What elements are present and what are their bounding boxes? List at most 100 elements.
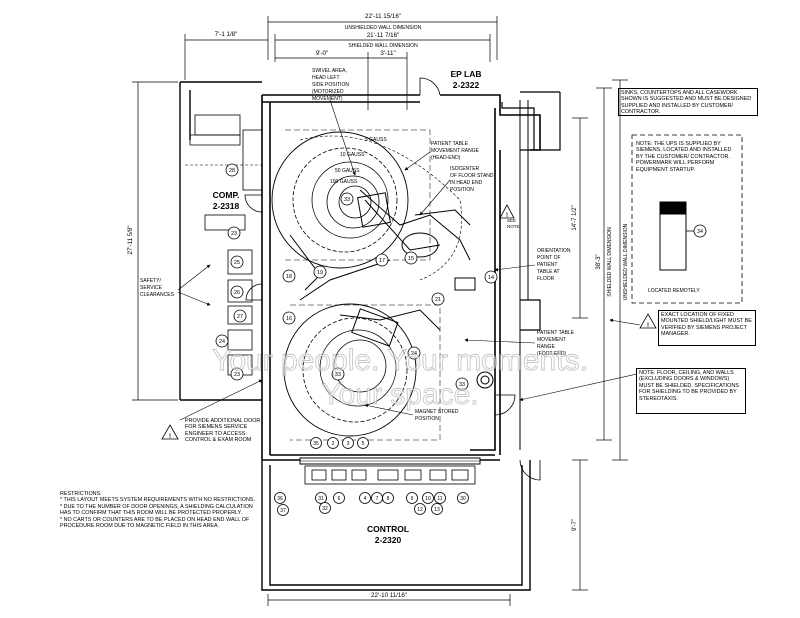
gauss-10: 10 GAUSS (340, 152, 365, 158)
ctag-4: 4 (364, 496, 367, 502)
note-exact-location-box: EXACT LOCATION OF FIXED MOUNTED SHIELD/L… (658, 310, 756, 346)
ctag-35: 35 (313, 441, 319, 447)
note-ups: NOTE: THE UPS IS SUPPLIED BY SIEMENS, LO… (636, 141, 732, 173)
ups-box (631, 134, 743, 304)
label-magnet: MAGNET STORED POSITION (415, 409, 460, 422)
dim-right-overall: 38'-3" (596, 254, 602, 269)
note-shield-box: NOTE: FLOOR, CEILING, AND WALLS (EXCLUDI… (636, 368, 746, 414)
ctag-30: 30 (460, 496, 466, 502)
restriction-line-3: * NO CARTS OR COUNTERS ARE TO BE PLACED … (60, 516, 250, 530)
tag-33b: 33 (335, 372, 341, 378)
room-control-name: CONTROL (367, 524, 409, 534)
ctag-9: 9 (411, 496, 414, 502)
label-orientation: ORIENTATION POINT OF PATIENT TABLE AT FL… (537, 248, 572, 282)
dim-top-shielded-label: SHIELDED WALL DIMENSION (348, 43, 418, 49)
warning-icons (161, 204, 657, 440)
warning-icon-1: ! (506, 213, 508, 219)
room-ep-lab-name: EP LAB (450, 69, 481, 79)
left-dimension (132, 81, 178, 401)
tag-bubbles (215, 163, 707, 391)
restriction-line-1: * THIS LAYOUT MEETS SYSTEM REQUIREMENTS … (60, 497, 255, 504)
right-dimensions (572, 79, 628, 591)
control-tag-bubbles (274, 437, 469, 516)
tag-18: 18 (286, 274, 292, 280)
ctag-37: 37 (280, 508, 286, 514)
ctag-31: 31 (318, 496, 324, 502)
ctag-5: 5 (362, 441, 365, 447)
note-exact-location: EXACT LOCATION OF FIXED MOUNTED SHIELD/L… (661, 312, 752, 338)
label-safety: SAFETY/ SERVICE CLEARANCES (140, 278, 175, 298)
label-located-remotely: LOCATED REMOTELY (648, 288, 700, 294)
restriction-line-2: * DUE TO THE NUMBER OF DOOR OPENINGS, A … (60, 503, 253, 517)
gauss-5: 5 GAUSS (365, 137, 387, 143)
tag-23a: 23 (231, 231, 237, 237)
watermark: Your people. Your moments. Your space. (212, 344, 589, 412)
warning-icon-2: ! (169, 434, 171, 440)
dim-seg-b: 3'-11" (380, 50, 395, 57)
dim-lower-right: 9'-7" (572, 519, 578, 531)
note-sinks: SINKS, COUNTERTOPS AND ALL CASEWORK SHOW… (621, 90, 752, 116)
ctag-32: 32 (322, 506, 328, 512)
tag-33a: 33 (344, 197, 350, 203)
ctag-7: 7 (376, 496, 379, 502)
gauss-50: 50 GAUSS (335, 168, 360, 174)
tag-24-left: 24 (411, 351, 417, 357)
note-shield: NOTE: FLOOR, CEILING, AND WALLS (EXCLUDI… (639, 370, 739, 402)
magnet-field-head (271, 129, 462, 281)
label-swivel: SWIVEL AREA, HEAD LEFT SIDE POSITION (MO… (312, 68, 350, 102)
tag-34: 34 (697, 229, 703, 235)
room-control-number: 2-2320 (375, 535, 402, 545)
watermark-line-2: Your space. (321, 378, 478, 411)
dim-top-unshielded-label: UNSHIELDED WALL DIMENSION (345, 25, 422, 31)
magnet-field-foot (283, 303, 441, 441)
tag-27: 27 (237, 314, 243, 320)
room-comp-name: COMP. (213, 190, 240, 200)
watermark-line-1: Your people. Your moments. (212, 344, 588, 377)
dim-seg-a: 9'-0" (316, 50, 328, 57)
room-comp-number: 2-2318 (213, 201, 240, 211)
dim-right-shielded-label: SHIELDED WALL DIMENSION (607, 227, 613, 297)
top-dimensions (184, 16, 498, 110)
ctag-36: 36 (277, 496, 283, 502)
tag-17: 17 (379, 258, 385, 264)
note-sinks-box: SINKS, COUNTERTOPS AND ALL CASEWORK SHOW… (618, 88, 758, 116)
control-console (304, 465, 476, 485)
ctag-11: 11 (437, 496, 442, 502)
bottom-dimension (267, 594, 511, 606)
tag-33c: 33 (459, 382, 465, 388)
ctag-8: 8 (387, 496, 390, 502)
ctag-2: 2 (332, 441, 335, 447)
tag-21: 21 (435, 297, 441, 303)
label-see-note: SEE NOTE (507, 218, 520, 229)
ctag-3: 3 (347, 441, 350, 447)
comp-casework (194, 114, 263, 376)
label-table-head: PATIENT TABLE MOVEMENT RANGE (HEAD-END) (431, 141, 480, 161)
restrictions-title: RESTRICTIONS: (60, 491, 102, 497)
doors (244, 77, 541, 481)
tag-28: 28 (229, 168, 235, 174)
tag-25: 25 (234, 260, 240, 266)
dim-left-segment: 7'-1 1/8" (215, 31, 238, 38)
ctag-6: 6 (338, 496, 341, 502)
dim-top-overall: 22'-11 15/16" (365, 13, 401, 20)
leaders (177, 99, 641, 421)
tag-14: 14 (488, 275, 494, 281)
label-isocenter: ISOCENTER OF FLOOR STAND IN HEAD END POS… (450, 166, 495, 193)
warning-icon-3: ! (647, 323, 649, 329)
tag-23b: 23 (234, 372, 240, 378)
room-ep-lab-number: 2-2322 (453, 80, 480, 90)
dim-bottom-overall: 22'-10 11/16" (371, 592, 407, 599)
ctag-12: 12 (417, 507, 423, 513)
ctag-10: 10 (425, 496, 431, 502)
dim-left-overall: 27'-11 5/8" (127, 225, 134, 254)
tag-26: 26 (234, 290, 240, 296)
dim-right-unshielded-label: UNSHIELDED WALL DIMENSION (623, 223, 629, 300)
tag-15: 15 (408, 256, 414, 262)
tag-16: 16 (286, 316, 292, 322)
restrictions-block: RESTRICTIONS: * THIS LAYOUT MEETS SYSTEM… (60, 491, 256, 529)
gauss-100: 100 GAUSS (330, 179, 358, 185)
dim-top-inner: 21'-11 7/16" (367, 32, 400, 39)
tag-19: 19 (317, 270, 323, 276)
dim-right-inner: 14'-7 1/2" (572, 205, 578, 230)
